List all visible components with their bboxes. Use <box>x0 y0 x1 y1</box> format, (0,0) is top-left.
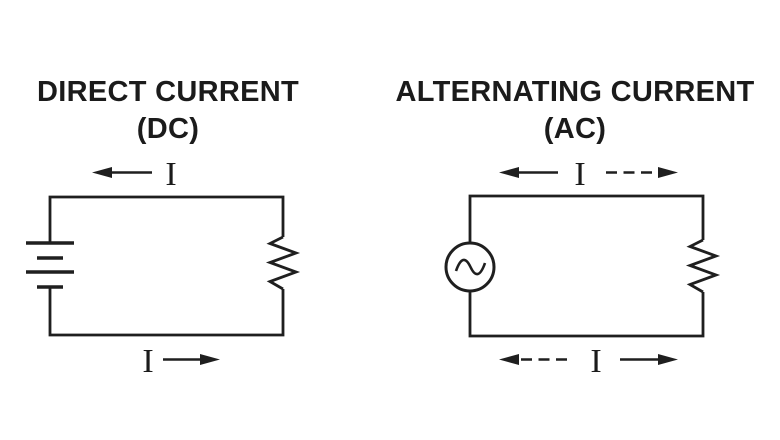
dc-top-current-arrow-left-icon <box>92 167 152 178</box>
dc-resistor-icon <box>265 235 301 291</box>
ac-title: ALTERNATING CURRENT (AC) <box>395 74 755 148</box>
ac-bottom-current-arrow-left-dashed-icon <box>499 354 571 365</box>
ac-top-current-arrow-left-icon <box>499 167 558 178</box>
dc-bottom-current-label: I <box>142 343 153 380</box>
battery-icon <box>26 241 74 289</box>
dc-circuit: I I <box>26 156 301 380</box>
dc-wire-loop <box>48 195 285 337</box>
ac-bottom-current-label: I <box>590 343 601 380</box>
dc-title-text: DIRECT CURRENT <box>37 76 299 108</box>
dc-title: DIRECT CURRENT (DC) <box>18 74 318 148</box>
dc-subtitle-text: (DC) <box>136 113 200 145</box>
ac-bottom-current-arrow-right-icon <box>620 354 678 365</box>
ac-title-text: ALTERNATING CURRENT <box>395 76 755 108</box>
dc-bottom-current-arrow-right-icon <box>163 354 220 365</box>
ac-top-current-arrow-right-dashed-icon <box>606 167 678 178</box>
sine-wave-icon <box>454 258 487 276</box>
ac-source-icon <box>444 241 496 293</box>
ac-resistor-icon <box>685 238 721 294</box>
dc-top-current-label: I <box>165 156 176 193</box>
ac-top-current-label: I <box>574 156 585 193</box>
ac-circuit: I I <box>444 156 721 380</box>
ac-subtitle-text: (AC) <box>543 113 607 145</box>
ac-wire-loop <box>468 194 705 338</box>
